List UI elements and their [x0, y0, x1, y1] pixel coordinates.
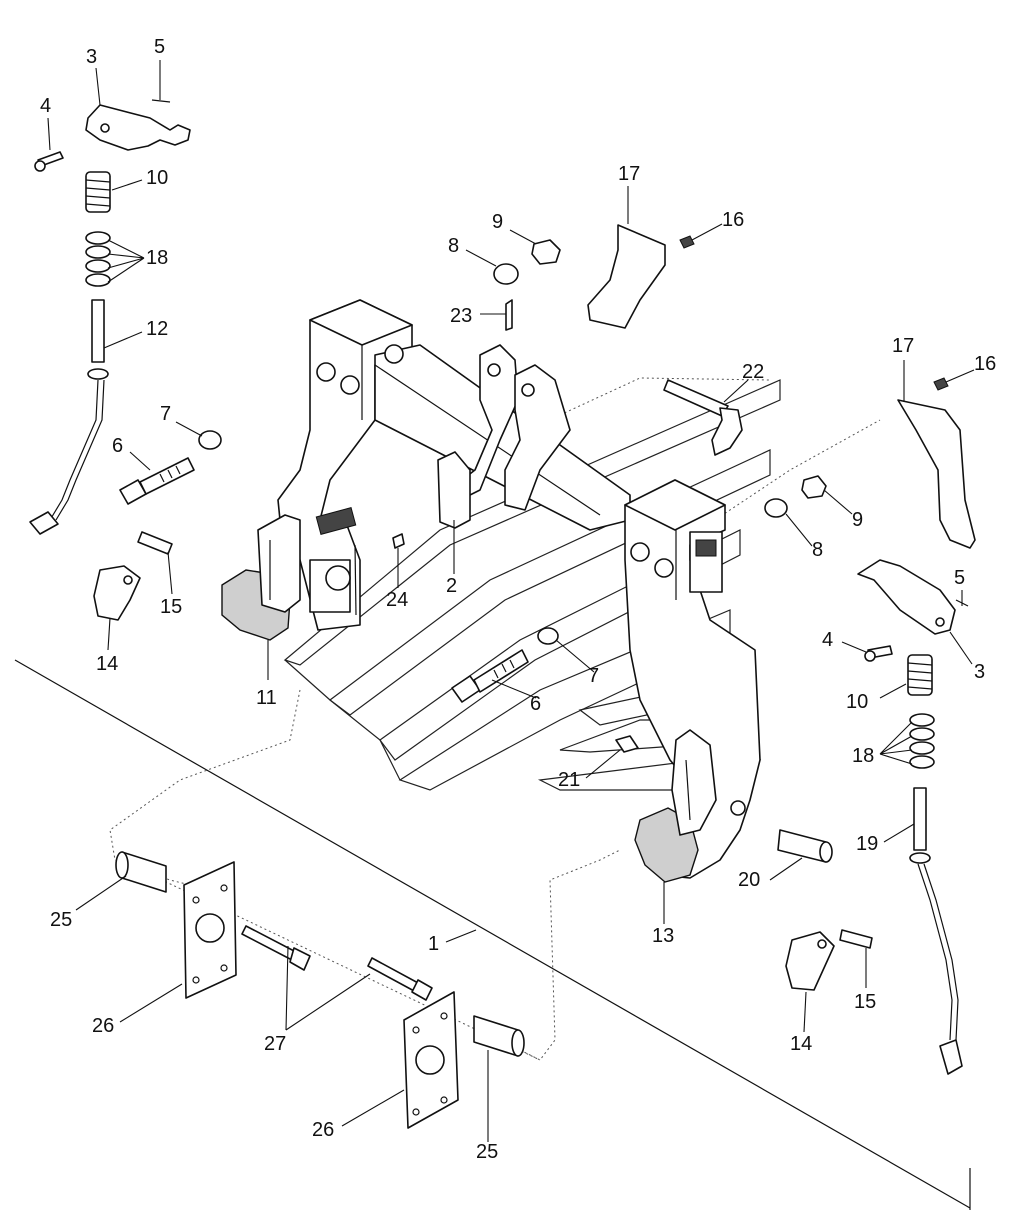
callout-15: 15: [854, 991, 876, 1013]
callout-21: 21: [558, 769, 580, 791]
callout-6: 6: [112, 435, 123, 457]
callout-8: 8: [812, 539, 823, 561]
callout-17: 17: [892, 335, 914, 357]
hitch-frame: [221, 299, 761, 883]
callout-7: 7: [588, 665, 599, 687]
callout-27: 27: [264, 1033, 286, 1055]
callout-15: 15: [160, 596, 182, 618]
callout-25: 25: [476, 1141, 498, 1163]
callout-19: 19: [856, 833, 878, 855]
right-latch-assembly: [451, 377, 976, 1075]
callout-1: 1: [428, 933, 439, 955]
callout-9: 9: [852, 509, 863, 531]
callout-7: 7: [160, 403, 171, 425]
callout-18: 18: [146, 247, 168, 269]
callout-22: 22: [742, 361, 764, 383]
callout-13: 13: [652, 925, 674, 947]
callout-9: 9: [492, 211, 503, 233]
callout-14: 14: [790, 1033, 812, 1055]
callout-16: 16: [974, 353, 996, 375]
bottom-mounting-parts: [115, 851, 525, 1129]
callout-25: 25: [50, 909, 72, 931]
left-latch-assembly: [29, 99, 222, 621]
callout-17: 17: [618, 163, 640, 185]
callout-14: 14: [96, 653, 118, 675]
callout-4: 4: [40, 95, 51, 117]
callout-3: 3: [974, 661, 985, 683]
callout-2: 2: [446, 575, 457, 597]
callout-18: 18: [852, 745, 874, 767]
callout-6: 6: [530, 693, 541, 715]
callout-5: 5: [954, 567, 965, 589]
callout-24: 24: [386, 589, 408, 611]
callout-26: 26: [92, 1015, 114, 1037]
callout-20: 20: [738, 869, 760, 891]
callout-8: 8: [448, 235, 459, 257]
callout-10: 10: [846, 691, 868, 713]
callout-26: 26: [312, 1119, 334, 1141]
callout-12: 12: [146, 318, 168, 340]
dotted-guides: [109, 377, 881, 1061]
top-middle-parts: [392, 224, 743, 549]
frame-baseline: [14, 659, 971, 1210]
leader-lines: [47, 60, 975, 1142]
callout-10: 10: [146, 167, 168, 189]
callout-4: 4: [822, 629, 833, 651]
callout-3: 3: [86, 46, 97, 68]
callout-23: 23: [450, 305, 472, 327]
callout-5: 5: [154, 36, 165, 58]
callout-labels: 3 5 4 10 18 12 7 6 15 14 11 24 2 9 8 23 …: [40, 36, 996, 1163]
callout-16: 16: [722, 209, 744, 231]
callout-11: 11: [256, 687, 277, 709]
